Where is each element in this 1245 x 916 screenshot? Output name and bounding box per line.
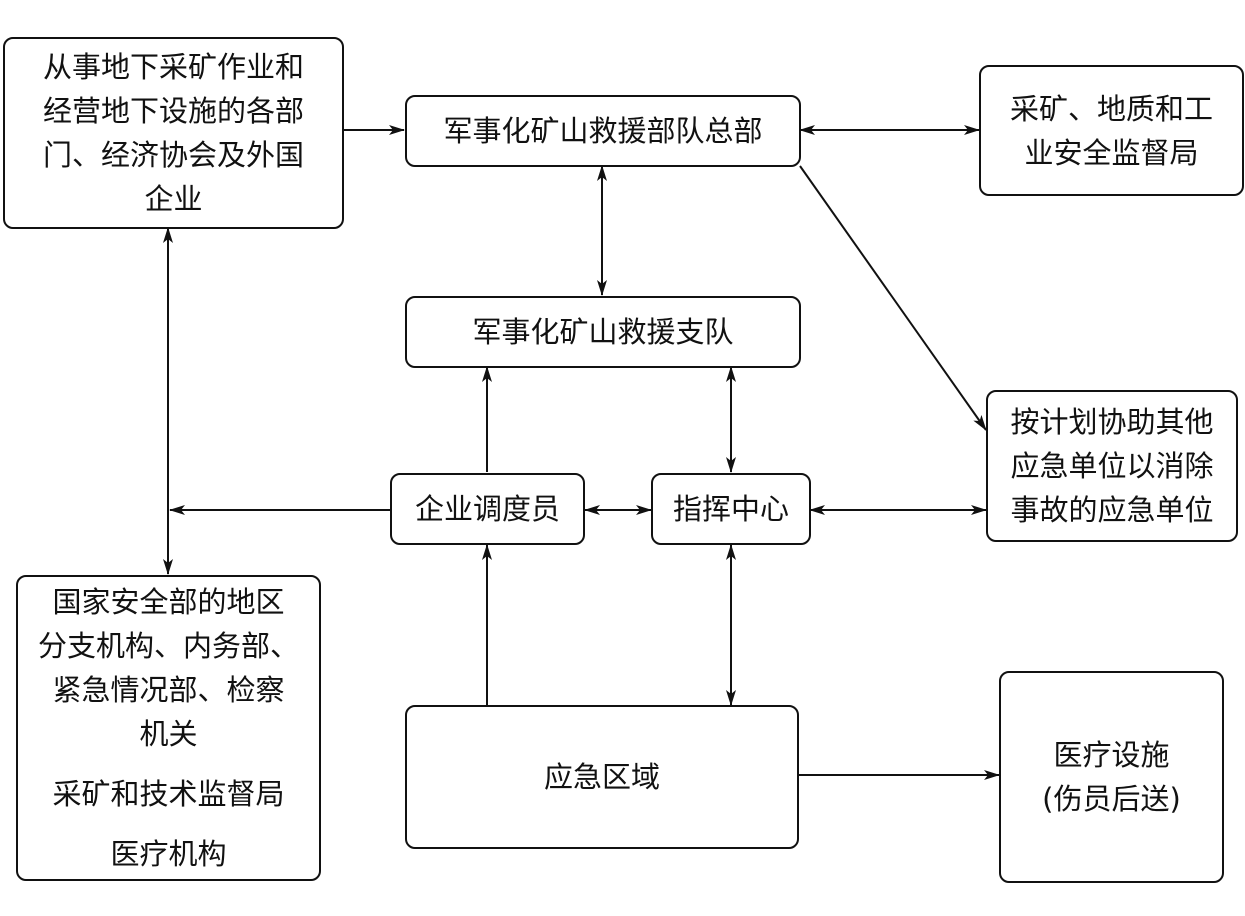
node-medical-line: 医疗设施 bbox=[1053, 738, 1170, 772]
node-state-agencies-line: 国家安全部的地区 bbox=[52, 585, 285, 619]
node-medical-line: (伤员后送) bbox=[1042, 782, 1181, 816]
node-state-agencies: 国家安全部的地区 分支机构、内务部、 紧急情况部、检察 机关 采矿和技术监督局 … bbox=[16, 575, 321, 881]
node-mining-bureau-line: 采矿、地质和工 bbox=[1009, 91, 1213, 126]
node-assist-units-line: 按计划协助其他 bbox=[1010, 405, 1214, 439]
node-medical: 医疗设施 (伤员后送) bbox=[999, 671, 1224, 883]
node-detachment-label: 军事化矿山救援支队 bbox=[472, 315, 734, 349]
node-dispatcher: 企业调度员 bbox=[390, 473, 585, 545]
node-hq-label: 军事化矿山救援部队总部 bbox=[443, 114, 763, 148]
node-operators: 从事地下采矿作业和 经营地下设施的各部 门、经济协会及外国 企业 bbox=[3, 37, 344, 229]
node-assist-units-line: 事故的应急单位 bbox=[1010, 493, 1214, 527]
node-operators-line: 门、经济协会及外国 bbox=[42, 138, 304, 172]
node-command-label: 指挥中心 bbox=[672, 492, 789, 526]
node-detachment: 军事化矿山救援支队 bbox=[405, 296, 801, 368]
node-state-agencies-line: 采矿和技术监督局 bbox=[52, 777, 285, 811]
node-hq: 军事化矿山救援部队总部 bbox=[405, 95, 801, 167]
node-command: 指挥中心 bbox=[651, 473, 811, 545]
node-mining-bureau: 采矿、地质和工 业安全监督局 bbox=[979, 65, 1244, 196]
edge-hq-assist-units bbox=[799, 165, 987, 431]
node-state-agencies-line: 医疗机构 bbox=[110, 837, 227, 871]
node-operators-line: 从事地下采矿作业和 bbox=[42, 50, 304, 84]
node-state-agencies-line: 分支机构、内务部、 bbox=[37, 629, 299, 663]
node-emergency-zone-label: 应急区域 bbox=[543, 760, 660, 794]
node-state-agencies-line: 机关 bbox=[139, 717, 198, 751]
node-assist-units-line: 应急单位以消除 bbox=[1010, 449, 1214, 483]
node-operators-line: 经营地下设施的各部 bbox=[42, 94, 304, 128]
node-emergency-zone: 应急区域 bbox=[405, 705, 799, 849]
node-assist-units: 按计划协助其他 应急单位以消除 事故的应急单位 bbox=[986, 390, 1238, 542]
node-operators-line: 企业 bbox=[144, 182, 203, 216]
node-mining-bureau-line: 业安全监督局 bbox=[1024, 135, 1199, 170]
node-state-agencies-line: 紧急情况部、检察 bbox=[52, 673, 285, 707]
node-dispatcher-label: 企业调度员 bbox=[414, 492, 560, 526]
